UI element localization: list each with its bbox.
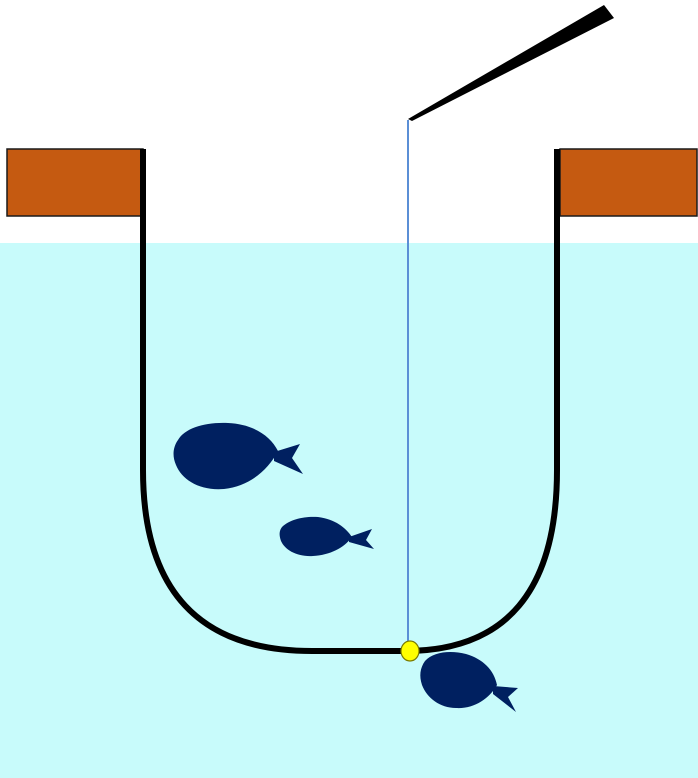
fish-outside-net <box>420 652 518 712</box>
fish-tail <box>274 444 303 474</box>
right-bank <box>559 148 698 217</box>
fishing-float <box>400 640 420 662</box>
water-body <box>0 243 698 778</box>
u-shaped-net-frame <box>140 149 560 654</box>
left-bank <box>6 148 144 217</box>
fish-large <box>173 422 303 490</box>
fish-body <box>173 422 278 490</box>
fish-body <box>420 652 497 709</box>
fish-tail <box>493 686 518 712</box>
fish-tail <box>349 529 374 549</box>
fish-body <box>279 516 352 557</box>
fishing-rod <box>408 5 614 121</box>
fish-small <box>279 516 374 557</box>
